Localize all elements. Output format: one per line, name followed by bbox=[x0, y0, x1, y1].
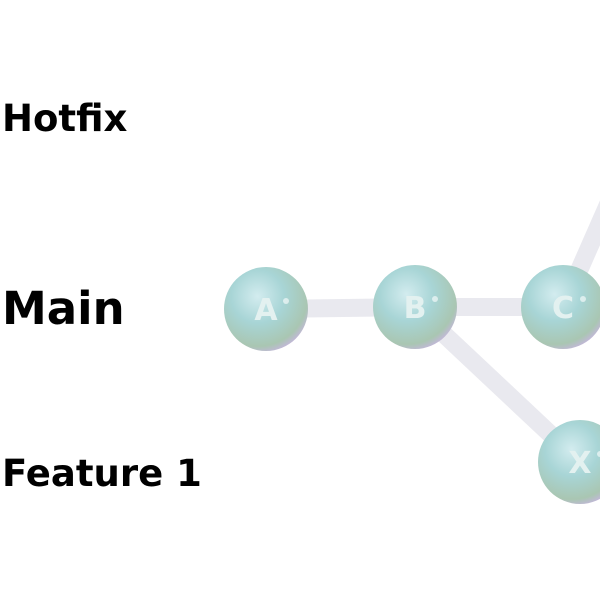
commit-circle bbox=[538, 420, 600, 504]
branch-label-main: Main bbox=[2, 282, 125, 335]
highlight bbox=[580, 296, 586, 302]
commit-node-b[interactable]: B bbox=[373, 265, 457, 349]
commit-node-x[interactable]: X bbox=[538, 420, 600, 504]
commit-node-a[interactable]: A bbox=[224, 267, 308, 351]
commit-circle bbox=[373, 265, 457, 349]
commit-label: X bbox=[568, 446, 591, 481]
highlight bbox=[283, 298, 289, 304]
highlight bbox=[432, 296, 438, 302]
branch-label-hotfix: Hotfix bbox=[2, 97, 128, 140]
highlight bbox=[597, 451, 600, 457]
branch-label-feature: Feature 1 bbox=[2, 452, 202, 495]
commit-label: A bbox=[254, 293, 278, 328]
commit-label: B bbox=[404, 291, 427, 326]
commit-label: C bbox=[552, 291, 574, 326]
commit-circle bbox=[521, 265, 600, 349]
commit-node-c[interactable]: C bbox=[521, 265, 600, 349]
commit-circle bbox=[224, 267, 308, 351]
